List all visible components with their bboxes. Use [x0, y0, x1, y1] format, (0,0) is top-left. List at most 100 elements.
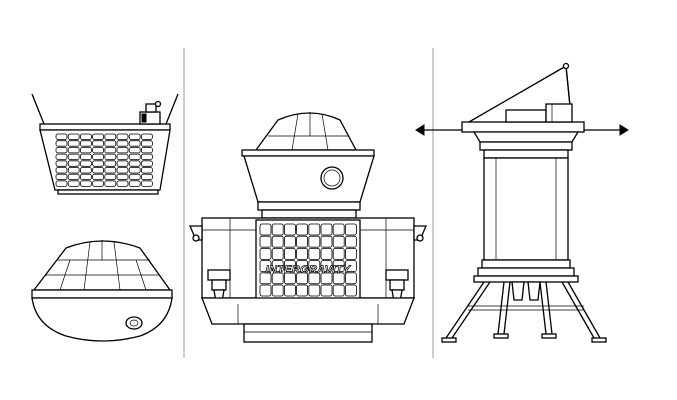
- solar-cell: [92, 153, 104, 161]
- solar-cell: [80, 180, 92, 187]
- solar-cell: [104, 133, 117, 140]
- solar-cell-grid-center: [259, 223, 357, 297]
- solar-cell: [296, 272, 309, 285]
- solar-cell: [140, 133, 153, 140]
- solar-cell: [283, 272, 296, 285]
- solar-cell: [80, 140, 92, 147]
- solar-cell: [259, 235, 272, 248]
- solar-cell: [332, 272, 345, 285]
- solar-cell: [308, 272, 321, 285]
- solar-cell: [259, 284, 272, 297]
- solar-cell: [140, 146, 153, 154]
- solar-cell: [344, 260, 357, 273]
- solar-cell-grid-top: [55, 133, 153, 187]
- solar-cell: [344, 247, 357, 260]
- solar-cell: [332, 223, 345, 236]
- solar-cell: [332, 260, 345, 273]
- solar-cell: [80, 146, 92, 154]
- solar-cell: [55, 140, 68, 147]
- integrated-module: INTERGRAVITY: [189, 112, 427, 343]
- solar-cell: [308, 260, 321, 273]
- solar-cell: [128, 160, 141, 167]
- solar-cell: [67, 133, 80, 140]
- solar-cell: [92, 173, 104, 181]
- solar-cell: [67, 167, 80, 174]
- solar-cell: [320, 260, 333, 273]
- solar-cell: [67, 180, 80, 187]
- solar-cell: [104, 160, 117, 167]
- solar-cell: [308, 223, 321, 236]
- solar-cell: [283, 284, 296, 297]
- solar-cell: [104, 167, 117, 174]
- solar-cell: [296, 284, 309, 297]
- solar-cell: [140, 173, 153, 181]
- solar-cell: [140, 140, 153, 147]
- solar-cell: [92, 160, 104, 167]
- solar-cell: [271, 235, 284, 248]
- solar-cell: [80, 167, 92, 174]
- solar-cell: [116, 146, 129, 154]
- solar-cell: [55, 180, 68, 187]
- solar-cell: [259, 272, 272, 285]
- solar-cell: [283, 260, 296, 273]
- solar-cell: [116, 180, 129, 187]
- solar-cell: [128, 140, 141, 147]
- solar-cell: [104, 180, 117, 187]
- solar-cell: [92, 140, 104, 147]
- solar-cell: [271, 272, 284, 285]
- solar-cell: [116, 167, 129, 174]
- solar-cell: [104, 173, 117, 181]
- solar-cell: [92, 167, 104, 174]
- solar-cell: [344, 284, 357, 297]
- solar-cell: [116, 173, 129, 181]
- solar-cell: [271, 260, 284, 273]
- module-brand-label: INTERGRAVITY: [266, 264, 352, 276]
- solar-cell: [128, 180, 141, 187]
- solar-cell: [67, 146, 80, 154]
- solar-cell: [128, 133, 141, 140]
- solar-cell: [283, 247, 296, 260]
- solar-panel-capsule-top: [31, 93, 179, 195]
- solar-cell: [296, 260, 309, 273]
- solar-cell: [344, 272, 357, 285]
- solar-cell: [320, 235, 333, 248]
- solar-cell: [308, 235, 321, 248]
- solar-cell: [259, 260, 272, 273]
- solar-cell: [67, 173, 80, 181]
- solar-cell: [128, 146, 141, 154]
- solar-cell: [271, 284, 284, 297]
- solar-cell: [140, 167, 153, 174]
- solar-cell: [320, 284, 333, 297]
- solar-cell: [67, 153, 80, 161]
- solar-cell: [128, 173, 141, 181]
- solar-cell: [320, 223, 333, 236]
- solar-cell: [140, 160, 153, 167]
- solar-cell: [116, 133, 129, 140]
- solar-cell: [55, 146, 68, 154]
- solar-cell: [92, 146, 104, 154]
- dome-capsule: [31, 240, 173, 342]
- solar-cell: [80, 173, 92, 181]
- solar-cell: [80, 153, 92, 161]
- solar-cell: [55, 173, 68, 181]
- solar-cell: [116, 140, 129, 147]
- solar-cell: [55, 160, 68, 167]
- solar-cell: [140, 180, 153, 187]
- solar-cell: [283, 235, 296, 248]
- solar-cell: [296, 247, 309, 260]
- solar-cell: [271, 247, 284, 260]
- tower-lander: [415, 62, 629, 343]
- solar-cell: [116, 160, 129, 167]
- solar-cell: [104, 140, 117, 147]
- solar-cell: [116, 153, 129, 161]
- solar-cell: [308, 247, 321, 260]
- solar-cell: [332, 235, 345, 248]
- solar-cell: [80, 160, 92, 167]
- solar-cell: [67, 160, 80, 167]
- solar-cell: [128, 153, 141, 161]
- solar-cell: [259, 223, 272, 236]
- solar-cell: [344, 235, 357, 248]
- solar-cell: [332, 284, 345, 297]
- solar-cell: [308, 284, 321, 297]
